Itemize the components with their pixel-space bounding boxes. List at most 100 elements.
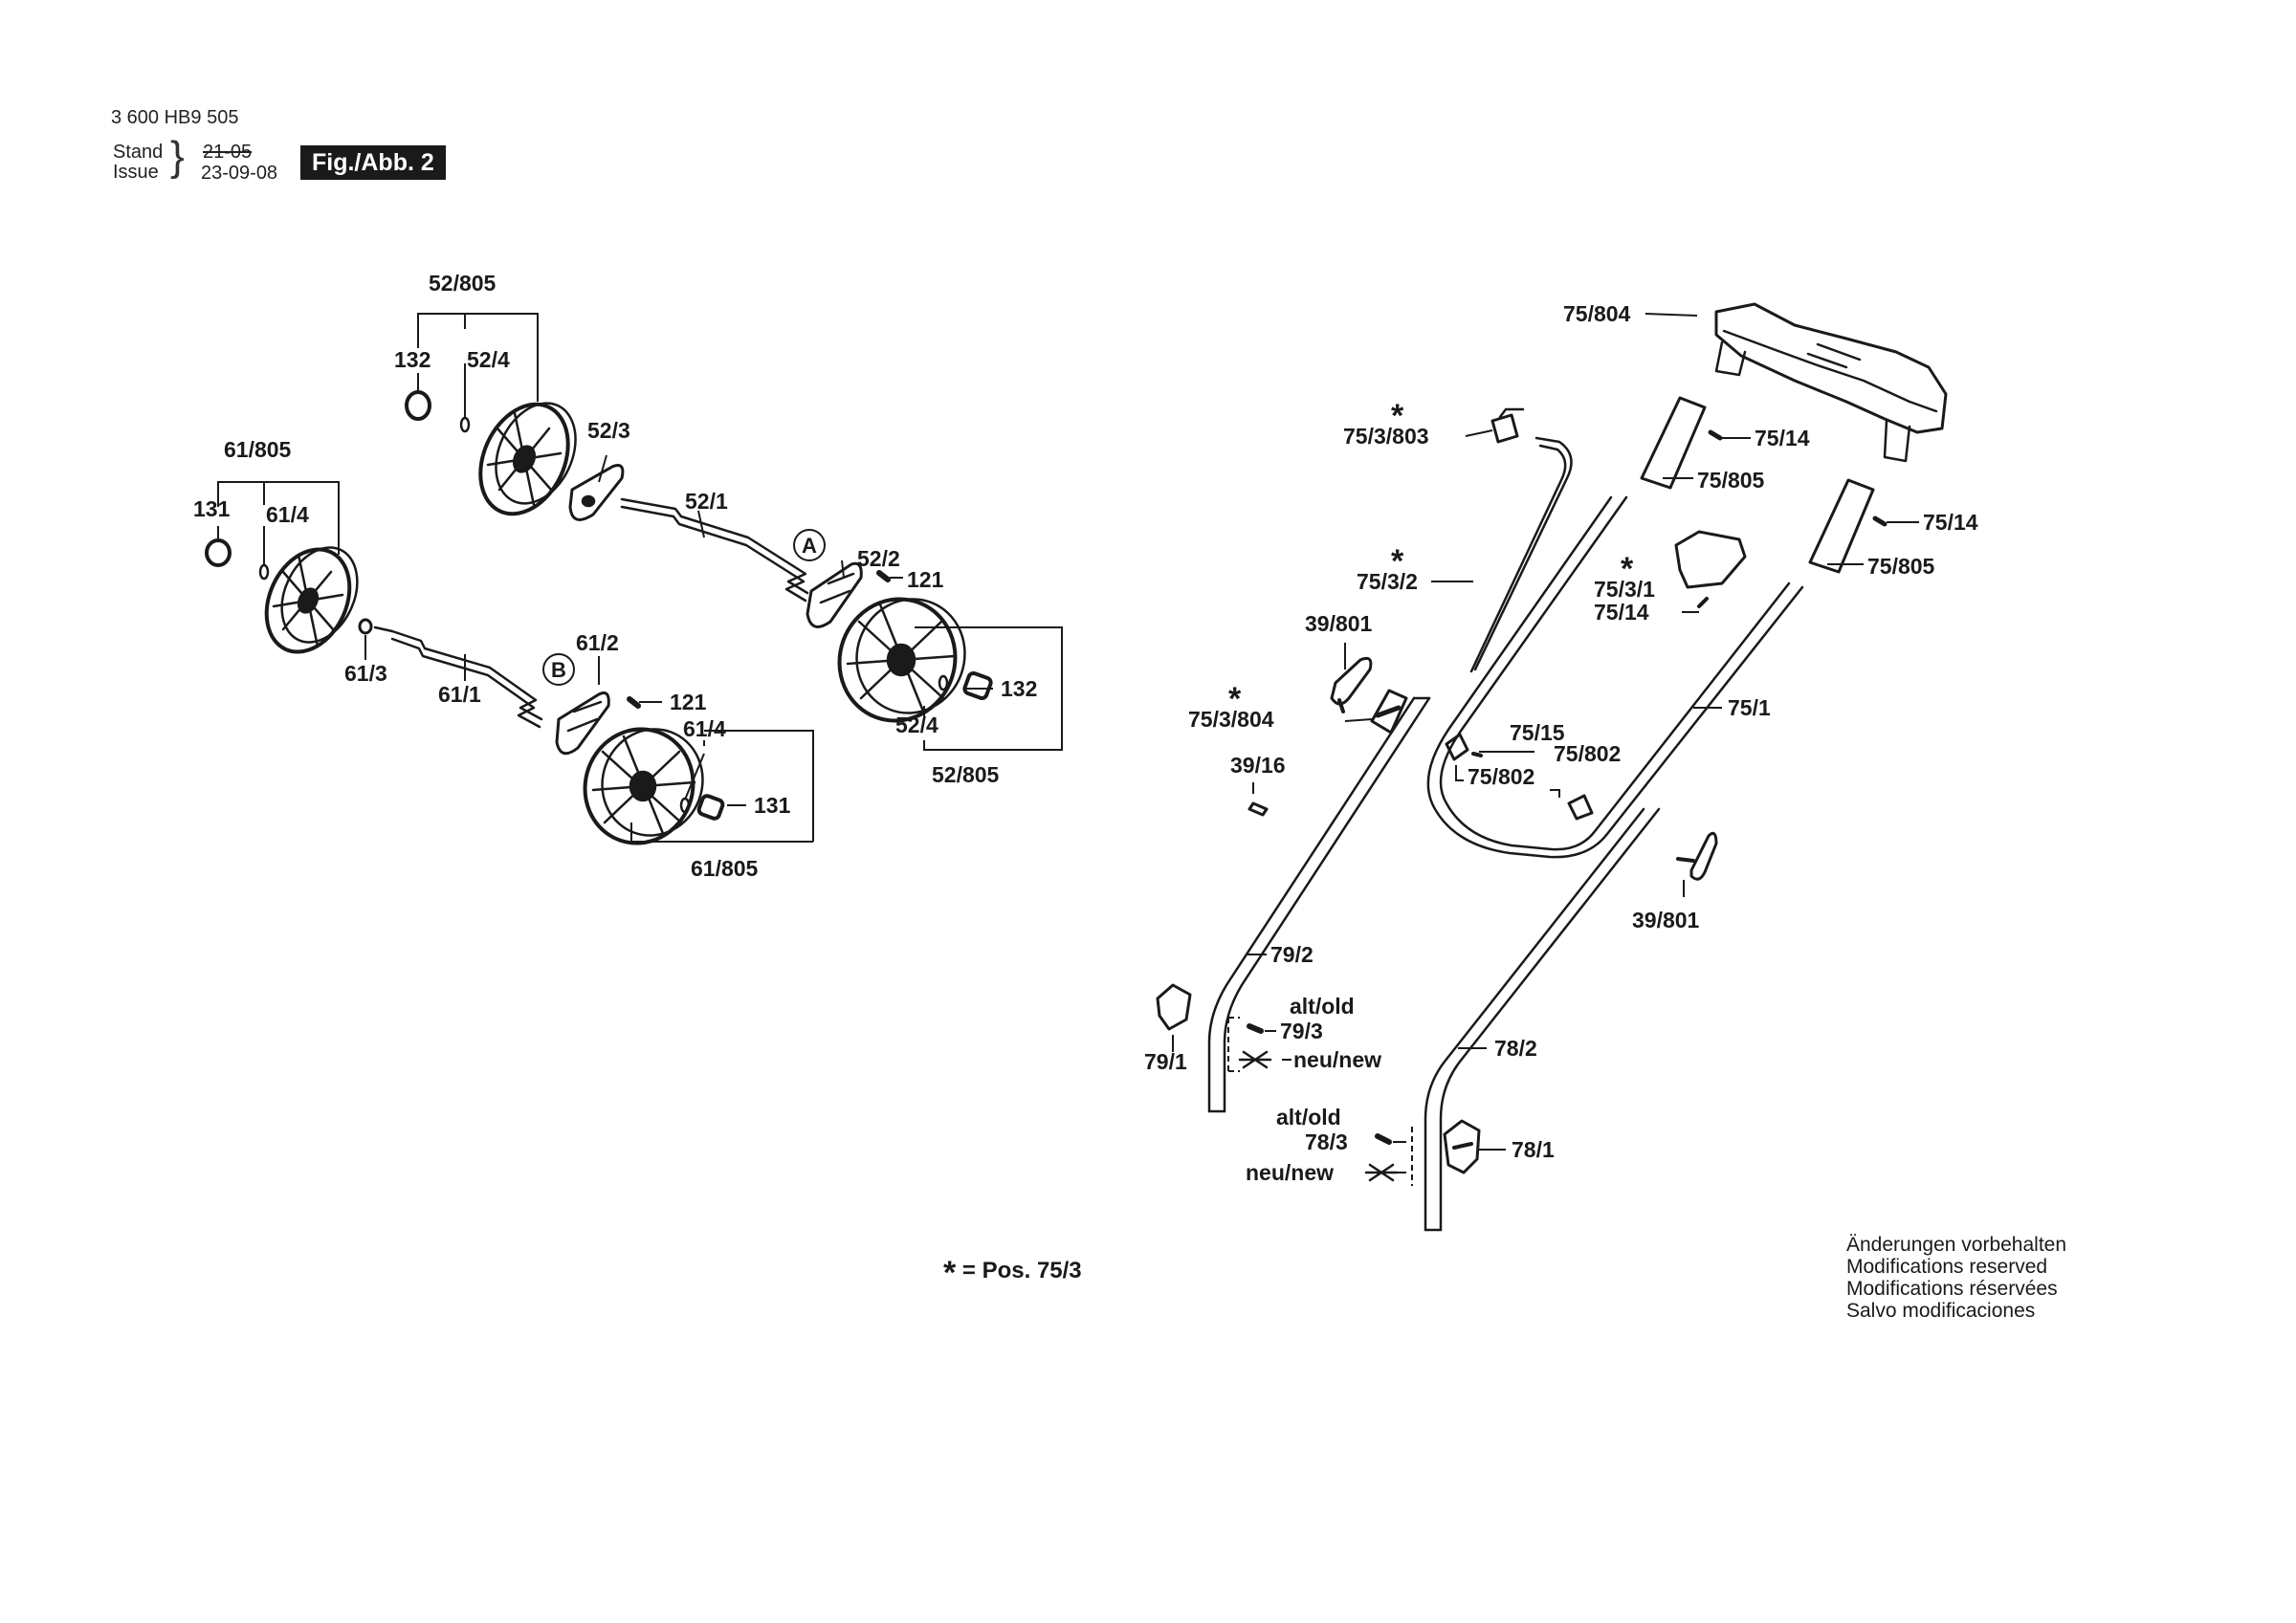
lower-handle-78-2	[1424, 807, 1661, 1232]
label-78-3: 78/3	[1305, 1130, 1348, 1154]
label-39-16: 39/16	[1230, 753, 1286, 778]
cable-75-3-2	[1469, 436, 1573, 673]
label-neu-new-a: neu/new	[1293, 1047, 1381, 1072]
label-131-right: 131	[754, 793, 791, 818]
screw-75-14-c	[1697, 597, 1709, 608]
label-78-1: 78/1	[1512, 1137, 1555, 1162]
wheel-cover-61-2	[555, 691, 610, 756]
label-61-1: 61/1	[438, 682, 481, 707]
star-3: *	[1621, 551, 1634, 587]
screw-75-14-a	[1708, 429, 1723, 441]
label-75-14-c: 75/14	[1594, 600, 1649, 625]
label-75-3-804: 75/3/804	[1188, 707, 1274, 732]
issue-date: 23-09-08	[201, 163, 278, 184]
star-2: *	[1391, 543, 1404, 580]
legend: * = Pos. 75/3	[943, 1255, 1082, 1292]
clamp-75-3-804	[1370, 689, 1408, 735]
wheel-cover-52-2	[806, 561, 863, 628]
bracket-78-1	[1443, 1119, 1481, 1174]
label-52-3: 52/3	[587, 418, 630, 443]
lever-39-801-a	[1330, 656, 1373, 713]
label-61-3: 61/3	[344, 661, 387, 686]
screw-75-14-b	[1872, 515, 1888, 527]
label-61-805-bottom: 61/805	[691, 856, 759, 881]
label-neu-new-b: neu/new	[1246, 1160, 1334, 1185]
callout-b-circle	[542, 653, 575, 686]
legend-star: *	[943, 1255, 957, 1291]
handle-sleeve-75-805-b	[1808, 478, 1875, 574]
label-39-801-b: 39/801	[1632, 908, 1700, 932]
screw-121-b	[627, 696, 641, 709]
callout-a: A	[802, 534, 817, 558]
nut-75-802-a	[1471, 752, 1483, 757]
bracket-79-1	[1156, 983, 1192, 1031]
screw-78-3	[1375, 1133, 1392, 1145]
label-61-4-top: 61/4	[266, 502, 309, 527]
axle-52-1	[620, 497, 809, 603]
wheel-lower-right	[837, 597, 966, 723]
label-52-4-top: 52/4	[467, 347, 510, 372]
label-75-3-803: 75/3/803	[1343, 424, 1429, 449]
washer-52-4-top	[459, 416, 471, 433]
screw-79-3	[1247, 1023, 1264, 1034]
note-de: Änderungen vorbehalten	[1846, 1234, 2067, 1256]
washer-61-4-top	[258, 563, 270, 581]
nut-75-802-b	[1567, 794, 1594, 821]
modification-notes: Änderungen vorbehalten Modifications res…	[1846, 1234, 2066, 1322]
leader-lines	[217, 313, 1919, 1186]
bushing-131-right	[696, 794, 725, 821]
label-39-801-a: 39/801	[1305, 611, 1373, 636]
label-52-4-bottom: 52/4	[895, 713, 938, 737]
label-75-805-a: 75/805	[1697, 468, 1765, 493]
stand-label: Stand	[113, 142, 164, 163]
label-75-804: 75/804	[1563, 301, 1631, 326]
label-75-14-a: 75/14	[1755, 426, 1810, 450]
label-79-3: 79/3	[1280, 1019, 1323, 1043]
upper-handle-75-1	[1426, 495, 1804, 859]
handle-sleeve-75-805-a	[1640, 396, 1707, 490]
label-61-2: 61/2	[576, 630, 619, 655]
wheel-cover-52-3	[568, 464, 625, 521]
knob-75-15	[1445, 733, 1469, 761]
label-132-top: 132	[394, 347, 430, 372]
cable-clip-75-3-803	[1490, 407, 1525, 444]
lever-39-801-b	[1676, 831, 1718, 881]
label-79-2: 79/2	[1270, 942, 1314, 967]
axle-61-1	[390, 629, 543, 729]
label-52-2: 52/2	[857, 546, 900, 571]
bushing-132-top	[405, 390, 431, 421]
cover-75-3-1	[1674, 530, 1747, 589]
bushing-132-right	[962, 670, 993, 701]
figure-label: Fig./Abb. 2	[300, 145, 446, 180]
label-alt-old-a: alt/old	[1290, 994, 1355, 1019]
old-date: 21-05	[203, 142, 253, 163]
label-61-4-bottom: 61/4	[683, 716, 726, 741]
document-number: 3 600 HB9 505	[111, 107, 239, 128]
label-61-805-top: 61/805	[224, 437, 292, 462]
label-75-14-b: 75/14	[1923, 510, 1978, 535]
note-es: Salvo modificaciones	[1846, 1300, 2036, 1322]
bushing-131-top	[205, 538, 232, 567]
label-79-1: 79/1	[1144, 1049, 1187, 1074]
label-75-3-2: 75/3/2	[1357, 569, 1418, 594]
note-en: Modifications reserved	[1846, 1256, 2048, 1278]
label-121-b: 121	[670, 690, 707, 714]
note-fr: Modifications réservées	[1846, 1278, 2058, 1300]
axle-end-61-3	[358, 618, 394, 635]
issue-label: Issue	[113, 162, 159, 183]
washer-52-4-bottom	[938, 674, 949, 691]
label-75-802-b: 75/802	[1554, 741, 1621, 766]
lower-handle-79-2	[1207, 696, 1431, 1113]
label-52-805-top: 52/805	[429, 271, 497, 296]
label-78-2: 78/2	[1494, 1036, 1537, 1061]
label-75-3-1: 75/3/1	[1594, 577, 1655, 602]
star-washer-79-3-new	[1238, 1050, 1272, 1069]
callout-a-circle	[793, 529, 826, 561]
brace-icon: }	[170, 133, 185, 180]
legend-text: = Pos. 75/3	[961, 1258, 1082, 1283]
star-1: *	[1391, 398, 1404, 434]
label-75-1: 75/1	[1728, 695, 1771, 720]
label-alt-old-b: alt/old	[1276, 1105, 1341, 1130]
label-75-15: 75/15	[1510, 720, 1565, 745]
